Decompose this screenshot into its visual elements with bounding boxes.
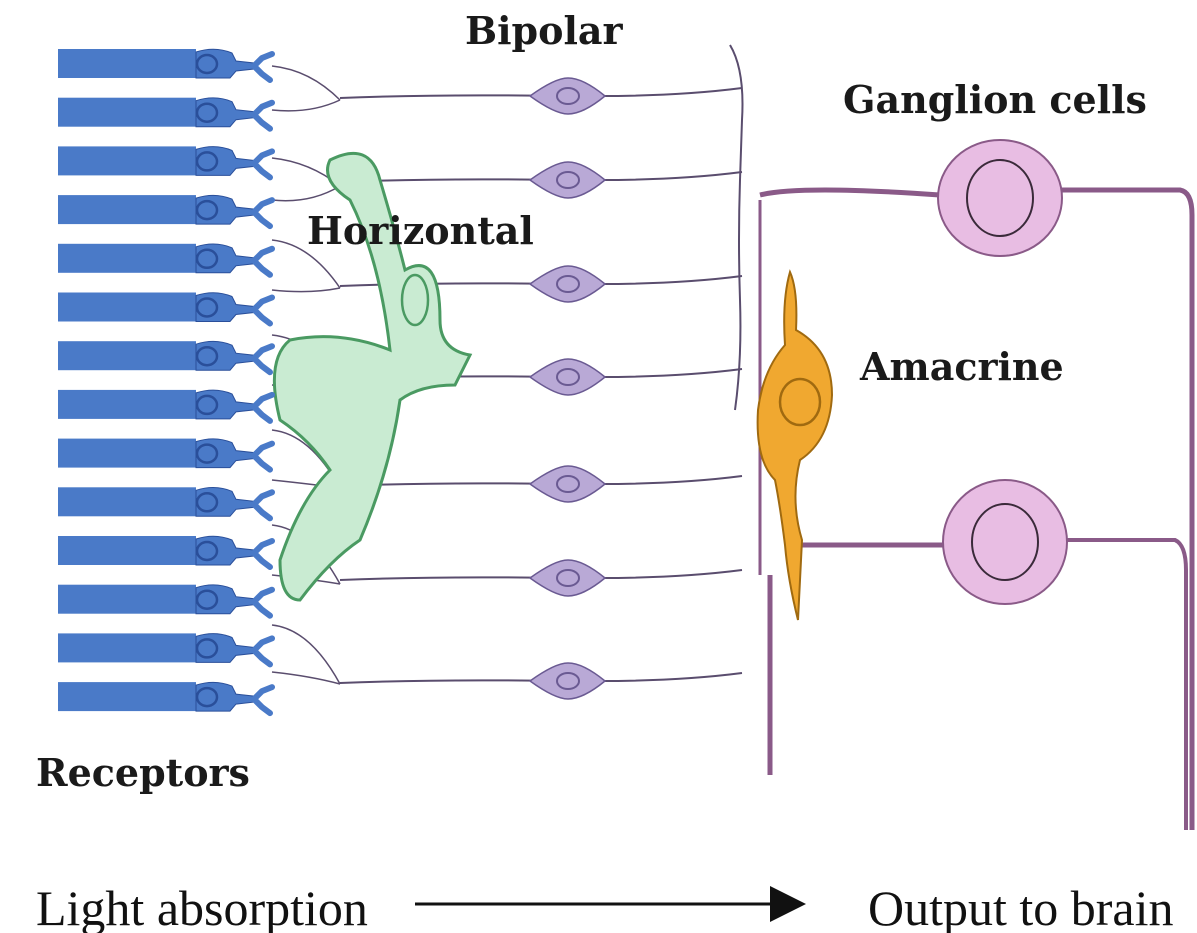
bipolar-terminal (730, 45, 743, 410)
rod-receptor-icon (58, 341, 272, 372)
receptor-column (58, 49, 272, 713)
bipolar-cell-icon (530, 663, 605, 699)
receptor-synapse (272, 66, 340, 100)
rod-receptor-icon (58, 244, 272, 275)
receptor-synapse (272, 672, 340, 684)
ganglion-dendrite (760, 190, 940, 195)
ganglion-cell-icon (938, 140, 1062, 256)
label-receptors: Receptors (36, 750, 250, 795)
bipolar-axon (600, 570, 742, 578)
label-horizontal: Horizontal (307, 208, 534, 253)
bipolar-axon (600, 476, 742, 484)
rod-receptor-icon (58, 98, 272, 129)
ganglion-axon (1065, 540, 1186, 830)
rod-receptor-icon (58, 633, 272, 664)
rod-receptor-icon (58, 293, 272, 324)
ganglion-axon (1060, 190, 1192, 830)
bipolar-cell-icon (530, 266, 605, 302)
bipolar-cell-icon (530, 359, 605, 395)
label-output-to-brain: Output to brain (868, 880, 1174, 933)
amacrine-cell-icon (758, 272, 832, 620)
rod-receptor-icon (58, 195, 272, 226)
rod-receptor-icon (58, 536, 272, 567)
rod-receptor-icon (58, 49, 272, 80)
rod-receptor-icon (58, 682, 272, 713)
bipolar-axon (600, 172, 742, 180)
bipolar-cell-icon (530, 560, 605, 596)
connecting-fibers (272, 45, 1192, 830)
bipolar-axon (600, 673, 742, 681)
bipolar-cell-icon (530, 78, 605, 114)
receptor-synapse (272, 100, 340, 111)
bipolar-dendrite (340, 577, 560, 580)
bipolar-axon (600, 276, 742, 284)
bipolar-cell-icon (530, 466, 605, 502)
receptor-synapse (272, 625, 340, 684)
receptor-synapse (272, 186, 340, 201)
label-ganglion-cells: Ganglion cells (843, 77, 1147, 122)
bipolar-dendrite (340, 680, 560, 683)
bipolar-dendrite (340, 95, 560, 98)
receptor-synapse (272, 288, 340, 292)
bipolar-cell-icon (530, 162, 605, 198)
label-bipolar: Bipolar (465, 8, 624, 53)
bipolar-column (530, 78, 605, 699)
bipolar-axon (600, 88, 742, 96)
label-light-absorption: Light absorption (36, 880, 368, 933)
bipolar-axon (600, 369, 742, 377)
rod-receptor-icon (58, 487, 272, 518)
rod-receptor-icon (58, 146, 272, 177)
rod-receptor-icon (58, 390, 272, 421)
label-amacrine: Amacrine (859, 344, 1064, 389)
rod-receptor-icon (58, 439, 272, 470)
bipolar-dendrite (340, 283, 560, 286)
ganglion-cell-icon (943, 480, 1067, 604)
rod-receptor-icon (58, 585, 272, 616)
